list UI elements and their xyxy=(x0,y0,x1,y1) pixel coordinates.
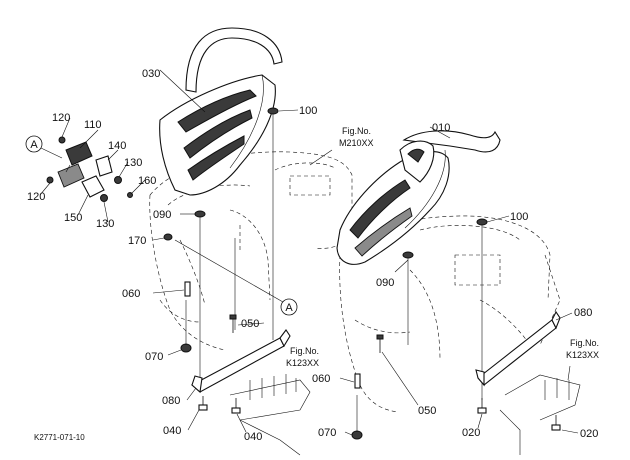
bolt-020a xyxy=(477,398,487,414)
label-070-left: 070 xyxy=(145,351,163,363)
fig-ref-1-line2: M210XX xyxy=(339,138,374,148)
bolt-050b xyxy=(376,334,384,353)
label-050-right: 050 xyxy=(418,405,436,417)
bracket-080-right xyxy=(475,310,561,387)
assembly-lines xyxy=(185,114,483,432)
frame-stubs xyxy=(229,374,581,456)
fig-ref-k123xx-right: Fig.No. K123XX xyxy=(566,338,599,360)
label-060-left: 060 xyxy=(122,288,140,300)
grab-handle-030 xyxy=(159,27,283,196)
callout-a-2: A xyxy=(280,298,298,316)
fig-ref-k123xx-left: Fig.No. K123XX xyxy=(286,346,319,368)
bracket-080-left xyxy=(191,329,291,394)
pin-060a xyxy=(184,281,191,297)
label-020-right: 020 xyxy=(580,428,598,440)
label-080-left: 080 xyxy=(162,395,180,407)
label-050-left: 050 xyxy=(241,318,259,330)
label-010: 010 xyxy=(432,122,450,134)
label-110: 110 xyxy=(84,119,102,131)
label-040-right: 040 xyxy=(244,431,262,443)
small-screws xyxy=(46,136,133,202)
bolts xyxy=(184,281,561,431)
label-060-right: 060 xyxy=(312,373,330,385)
bolt-020b xyxy=(551,415,561,431)
label-140: 140 xyxy=(108,140,126,152)
label-080-right: 080 xyxy=(574,307,592,319)
label-120-bottom: 120 xyxy=(27,191,45,203)
fig-ref-1-line1: Fig.No. xyxy=(342,126,371,136)
label-070-right: 070 xyxy=(318,427,336,439)
label-090-right: 090 xyxy=(376,277,394,289)
callout-a-1: A xyxy=(25,135,43,153)
callout-a-1-text: A xyxy=(30,139,38,151)
grab-handle-010 xyxy=(336,130,501,265)
label-100-right: 100 xyxy=(510,211,528,223)
bracket-140 xyxy=(95,155,113,177)
label-120-top: 120 xyxy=(52,112,70,124)
callout-a-2-text: A xyxy=(285,302,293,314)
part-labels: 030 100 010 100 120 110 140 130 160 120 … xyxy=(27,68,598,443)
label-160: 160 xyxy=(138,175,156,187)
bolt-040b xyxy=(231,398,241,414)
fig-ref-3-line2: K123XX xyxy=(566,350,599,360)
fig-ref-2-line2: K123XX xyxy=(286,358,319,368)
label-130-upper: 130 xyxy=(124,157,142,169)
bolt-040a xyxy=(198,396,208,411)
pin-060b xyxy=(354,373,361,389)
label-130-lower: 130 xyxy=(96,218,114,230)
bracket-150 xyxy=(81,175,105,198)
bolt-050a xyxy=(229,314,237,333)
label-150: 150 xyxy=(64,212,82,224)
label-090-left: 090 xyxy=(153,209,171,221)
leader-lines xyxy=(39,69,579,436)
fig-ref-3-line1: Fig.No. xyxy=(570,338,599,348)
fig-ref-2-line1: Fig.No. xyxy=(290,346,319,356)
label-040-left: 040 xyxy=(163,425,181,437)
label-100-left: 100 xyxy=(299,105,317,117)
label-030: 030 xyxy=(142,68,160,80)
label-020-left: 020 xyxy=(462,427,480,439)
fig-ref-m210xx: Fig.No. M210XX xyxy=(339,126,374,148)
diagram-code: K2771-071-10 xyxy=(34,433,85,442)
bracket-110 xyxy=(57,141,93,188)
label-170: 170 xyxy=(128,235,146,247)
